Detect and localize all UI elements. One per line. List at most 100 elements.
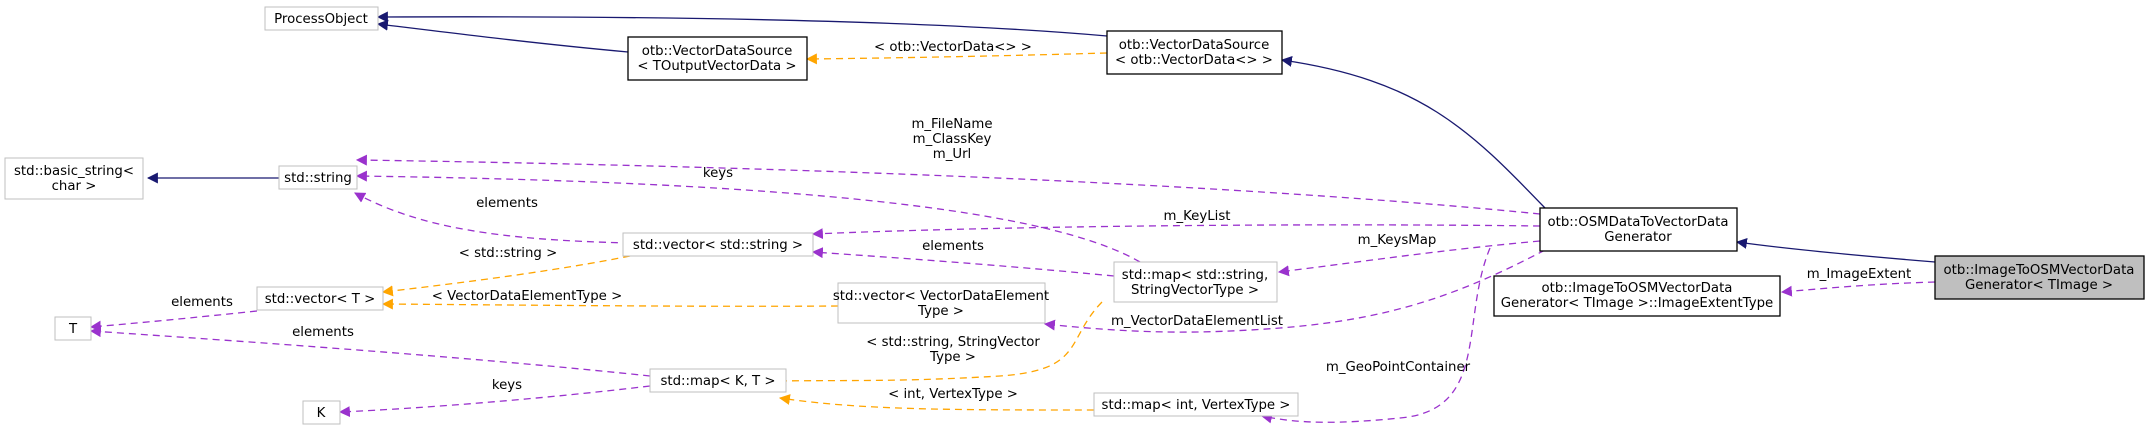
text-line: elements bbox=[922, 239, 984, 254]
text-line: < otb::VectorData<> > bbox=[1115, 53, 1273, 68]
text-line: keys bbox=[703, 166, 733, 181]
text-line: m_FileName bbox=[911, 117, 992, 132]
text-line: std::string bbox=[284, 171, 352, 186]
node-map-k-t[interactable]: std::map< K, T > bbox=[649, 368, 787, 393]
edge-vds-vectordata-to-processobject bbox=[376, 11, 1108, 37]
text-line: m_KeysMap bbox=[1358, 233, 1437, 248]
text-line: std::vector< VectorDataElement bbox=[833, 289, 1049, 304]
text-line: Type > bbox=[917, 304, 964, 319]
text-line: keys bbox=[492, 378, 522, 393]
text-line: Type > bbox=[929, 350, 976, 365]
edge-vector-vde-to-vector-t bbox=[381, 298, 839, 310]
svg-text:T: T bbox=[68, 322, 78, 337]
edge-osm-to-map-int-vertex bbox=[1260, 247, 1491, 424]
text-line: elements bbox=[292, 325, 354, 340]
label-keys-map-string: keys bbox=[703, 166, 733, 181]
text-line: elements bbox=[476, 196, 538, 211]
label-elements-vector-t: elements bbox=[171, 295, 233, 310]
text-line: m_ClassKey bbox=[913, 132, 992, 147]
text-line: < std::string, StringVector bbox=[866, 335, 1040, 350]
edge-osm-to-vector-vde bbox=[1043, 249, 1546, 333]
edges bbox=[89, 11, 1936, 424]
text-line: ProcessObject bbox=[274, 12, 368, 27]
label-geopoint: m_GeoPointContainer bbox=[1326, 360, 1471, 375]
node-vector-data-source-toutput[interactable]: otb::VectorDataSource< TOutputVectorData… bbox=[627, 36, 808, 81]
text-line: < std::string > bbox=[459, 246, 557, 261]
label-elements-vector-string: elements bbox=[476, 196, 538, 211]
edge-map-kt-to-k-keys bbox=[338, 385, 651, 418]
label-std-string-template: < std::string > bbox=[459, 246, 557, 261]
label-vds-template: < otb::VectorData<> > bbox=[874, 40, 1032, 55]
edge-map-svt-to-vector-string bbox=[811, 247, 1115, 277]
edge-osm-to-map-svt bbox=[1277, 240, 1541, 277]
node-vector-t[interactable]: std::vector< T > bbox=[256, 286, 384, 311]
text-line: < int, VertexType > bbox=[888, 387, 1018, 402]
svg-text:K: K bbox=[317, 406, 326, 421]
node-std-string[interactable]: std::string bbox=[278, 165, 358, 190]
text-line: m_GeoPointContainer bbox=[1326, 360, 1471, 375]
edge-map-svt-to-map-kt bbox=[770, 301, 1103, 387]
label-element-list: m_VectorDataElementList bbox=[1111, 314, 1283, 329]
text-line: otb::VectorDataSource bbox=[642, 44, 793, 59]
text-line: otb::VectorDataSource bbox=[1119, 38, 1270, 53]
text-line: Generator bbox=[1604, 230, 1672, 245]
node-basic-string[interactable]: std::basic_string<char > bbox=[4, 157, 144, 200]
text-line: std::vector< std::string > bbox=[633, 238, 803, 253]
text-line: Generator< TImage > bbox=[1965, 278, 2113, 293]
edge-map-kt-to-t-elements bbox=[89, 326, 651, 377]
text-line: < TOutputVectorData > bbox=[637, 59, 796, 74]
edge-osm-to-vds-vectordata bbox=[1280, 55, 1546, 209]
label-int-vertex-template: < int, VertexType > bbox=[888, 387, 1018, 402]
text-line: T bbox=[68, 322, 78, 337]
svg-text:otb::VectorDataSource< TOutput: otb::VectorDataSource< TOutputVectorData… bbox=[637, 44, 796, 74]
edge-vector-string-to-vector-t bbox=[381, 255, 631, 297]
label-elements-map-svt: elements bbox=[922, 239, 984, 254]
label-image-extent: m_ImageExtent bbox=[1807, 267, 1912, 282]
edge-osm-to-vector-string bbox=[811, 224, 1541, 240]
edge-vds-toutput-to-processobject bbox=[376, 19, 629, 53]
text-line: std::map< int, VertexType > bbox=[1102, 398, 1291, 413]
node-k[interactable]: K bbox=[302, 400, 341, 425]
text-line: K bbox=[317, 406, 326, 421]
text-line: < VectorDataElementType > bbox=[432, 289, 622, 304]
node-process-object[interactable]: ProcessObject bbox=[264, 6, 379, 31]
text-line: elements bbox=[171, 295, 233, 310]
svg-text:ProcessObject: ProcessObject bbox=[274, 12, 368, 27]
svg-text:std::vector< std::string >: std::vector< std::string > bbox=[633, 238, 803, 253]
svg-text:std::vector< VectorDataElement: std::vector< VectorDataElementType > bbox=[833, 289, 1049, 319]
node-vector-std-string[interactable]: std::vector< std::string > bbox=[622, 232, 814, 257]
edge-vector-t-to-t-elements bbox=[89, 310, 258, 332]
svg-text:std::map< K, T >: std::map< K, T > bbox=[660, 374, 775, 389]
edge-osm-to-string bbox=[355, 154, 1541, 215]
text-line: std::basic_string< bbox=[14, 164, 134, 179]
text-line: StringVectorType > bbox=[1131, 283, 1259, 298]
text-line: char > bbox=[52, 179, 97, 194]
text-line: m_ImageExtent bbox=[1807, 267, 1912, 282]
node-map-string-string-vector-type[interactable]: std::map< std::string,StringVectorType > bbox=[1113, 261, 1278, 303]
text-line: m_VectorDataElementList bbox=[1111, 314, 1283, 329]
svg-text:std::basic_string<char >: std::basic_string<char > bbox=[14, 164, 134, 194]
edge-map-svt-to-string-keys bbox=[355, 170, 1141, 263]
edge-vds-vectordata-to-vds-toutput bbox=[805, 52, 1108, 65]
text-line: std::map< std::string, bbox=[1122, 268, 1268, 283]
node-map-int-vertex-type[interactable]: std::map< int, VertexType > bbox=[1093, 392, 1299, 417]
svg-text:std::string: std::string bbox=[284, 171, 352, 186]
label-keys-map-kt: keys bbox=[492, 378, 522, 393]
svg-text:std::vector< T >: std::vector< T > bbox=[265, 292, 376, 307]
label-keylist: m_KeyList bbox=[1164, 209, 1231, 224]
text-line: std::map< K, T > bbox=[660, 374, 775, 389]
nodes: ProcessObject otb::VectorDataSource< TOu… bbox=[4, 6, 2145, 425]
node-vector-data-source-vectordata[interactable]: otb::VectorDataSource< otb::VectorData<>… bbox=[1106, 30, 1283, 75]
edge-map-int-vertex-to-map-kt bbox=[778, 394, 1095, 411]
text-line: std::vector< T > bbox=[265, 292, 376, 307]
node-t[interactable]: T bbox=[54, 316, 92, 341]
